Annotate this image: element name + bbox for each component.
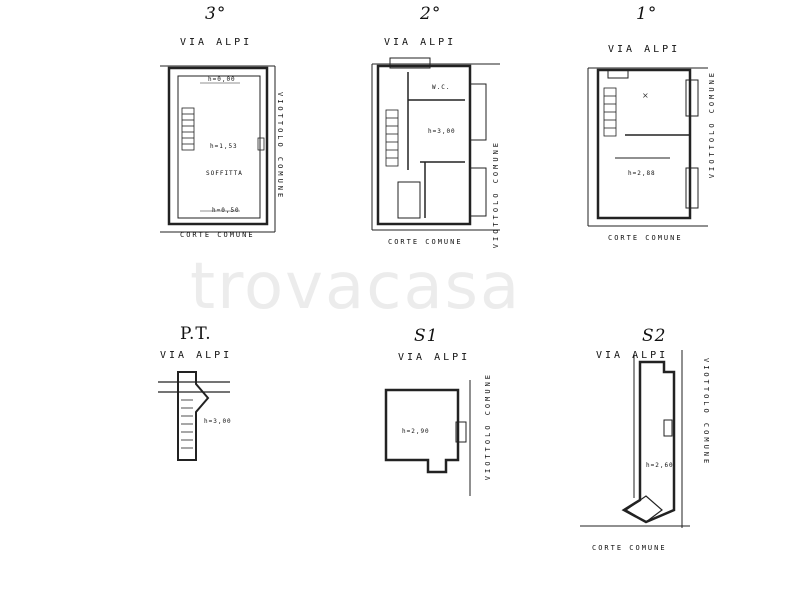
floor-3-court-label: CORTE COMUNE [180, 231, 255, 239]
floor-2-height: h=3,00 [428, 128, 456, 135]
basement-2-side-label: VIOTTOLO COMUNE [702, 358, 710, 467]
floor-2-side-label: VIOTTOLO COMUNE [492, 140, 500, 249]
basement-2-street-label: VIA ALPI [596, 350, 669, 361]
ground-floor-level-label: P.T. [180, 324, 212, 344]
plan-basement-1 [384, 380, 471, 496]
floor-1-court-label: CORTE COMUNE [608, 234, 683, 242]
basement-1-height: h=2,90 [402, 428, 430, 435]
svg-text:×: × [642, 91, 649, 100]
floor-1-street-label: VIA ALPI [608, 44, 681, 55]
basement-2-level-label: S2 [642, 326, 667, 346]
floor-3-side-label: VIOTTOLO COMUNE [276, 92, 284, 201]
plan-ground-floor [158, 371, 230, 461]
basement-2-height: h=2,60 [646, 462, 674, 469]
floor-3-height-bottom: h=0,50 [212, 207, 240, 214]
floor-1-height: h=2,88 [628, 170, 656, 177]
basement-1-street-label: VIA ALPI [398, 352, 471, 363]
basement-1-side-label: VIOTTOLO COMUNE [484, 372, 492, 481]
plan-basement-2 [580, 350, 690, 528]
ground-floor-street-label: VIA ALPI [160, 350, 233, 361]
floor-2-court-label: CORTE COMUNE [388, 238, 463, 246]
floor-1-side-label: VIOTTOLO COMUNE [708, 70, 716, 179]
plan-floor-3 [160, 65, 276, 233]
floor-2-street-label: VIA ALPI [384, 37, 457, 48]
plan-floor-2 [371, 57, 500, 231]
floor-3-room-label: SOFFITTA [206, 170, 243, 177]
basement-2-court-label: CORTE COMUNE [592, 544, 667, 552]
floor-2-level-label: 2° [420, 4, 442, 24]
floor-3-height-mid: h=1,53 [210, 143, 238, 150]
floor-3-street-label: VIA ALPI [180, 37, 253, 48]
plan-floor-1: × [587, 67, 708, 227]
ground-floor-height: h=3,00 [204, 418, 232, 425]
floor-2-wc-label: W.C. [432, 84, 451, 91]
floor-1-level-label: 1° [636, 4, 658, 24]
floor-3-height-top: h=0,00 [208, 76, 236, 83]
basement-1-level-label: S1 [414, 326, 439, 346]
floor-3-level-label: 3° [205, 4, 227, 24]
watermark: trovacasa [190, 250, 522, 324]
